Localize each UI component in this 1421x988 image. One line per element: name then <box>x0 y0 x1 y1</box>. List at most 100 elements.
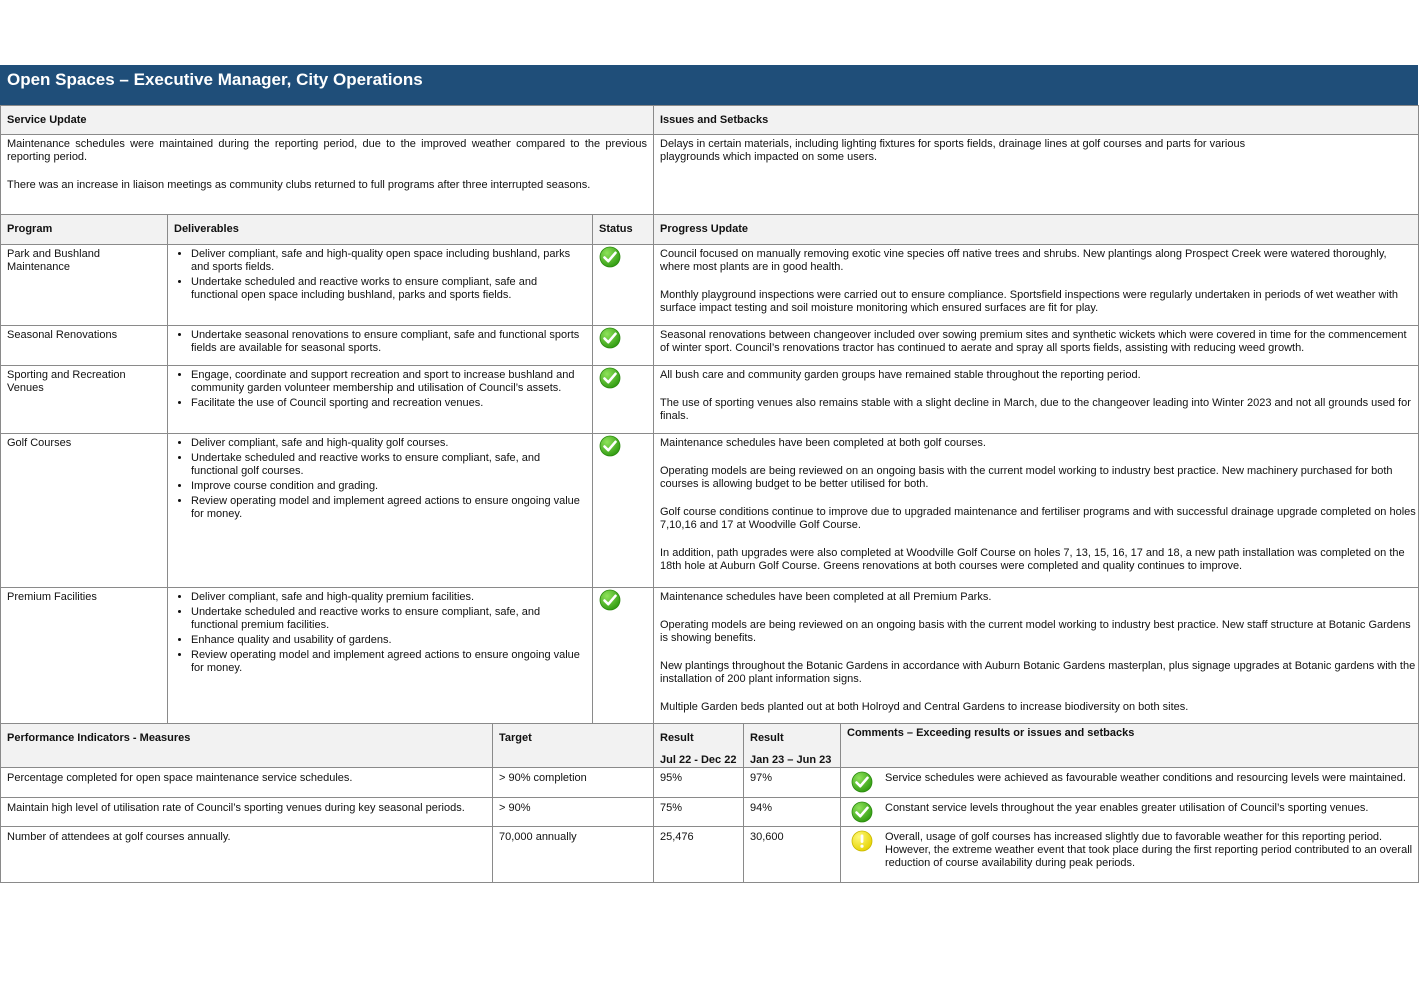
kpi-target: > 90% <box>492 797 654 827</box>
program-row: Premium Facilities Deliver compliant, saf… <box>0 587 1419 726</box>
kpi-comment-cell: Constant service levels throughout the y… <box>840 797 1419 827</box>
progress-text: Seasonal renovations between changeover … <box>660 329 1407 354</box>
kpi-comment: Service schedules were achieved as favou… <box>851 768 1414 793</box>
issues-heading: Issues and Setbacks <box>653 105 1419 135</box>
kpi-row: Number of attendees at golf courses annu… <box>0 826 1419 883</box>
kpi-measure-header: Performance Indicators - Measures <box>0 723 493 768</box>
status-cell <box>592 325 654 366</box>
kpi-row: Percentage completed for open space main… <box>0 767 1419 798</box>
program-row: Park and Bushland Maintenance Deliver com… <box>0 244 1419 326</box>
deliverable-item: Deliver compliant, safe and high-quality… <box>191 437 586 450</box>
progress-text: New plantings throughout the Botanic Gar… <box>660 660 1416 685</box>
deliverable-item: Deliver compliant, safe and high-quality… <box>191 591 586 604</box>
issues-body: Delays in certain materials, including l… <box>653 134 1419 215</box>
progress-text: The use of sporting venues also remains … <box>660 397 1411 422</box>
deliverable-item: Review operating model and implement agr… <box>191 649 586 675</box>
deliverables-list: Engage, coordinate and support recreatio… <box>174 369 586 410</box>
progress-text: Golf course conditions continue to impro… <box>660 506 1416 531</box>
kpi-measure: Number of attendees at golf courses annu… <box>0 826 493 883</box>
kpi-comment-text: Overall, usage of golf courses has incre… <box>885 831 1413 869</box>
kpi-table: Performance Indicators - Measures Target… <box>0 723 1419 883</box>
deliverable-item: Undertake seasonal renovations to ensure… <box>191 329 586 355</box>
progress-text: Multiple Garden beds planted out at both… <box>660 701 1189 713</box>
kpi-target: 70,000 annually <box>492 826 654 883</box>
deliverables-cell: Deliver compliant, safe and high-quality… <box>167 244 593 326</box>
program-table: Program Deliverables Status Progress Upd… <box>0 214 1419 726</box>
deliverable-item: Review operating model and implement agr… <box>191 495 586 521</box>
deliverables-cell: Undertake seasonal renovations to ensure… <box>167 325 593 366</box>
kpi-measure: Maintain high level of utilisation rate … <box>0 797 493 827</box>
status-cell <box>592 365 654 434</box>
progress-text: All bush care and community garden group… <box>660 369 1141 381</box>
kpi-result1: 25,476 <box>653 826 744 883</box>
progress-text: Maintenance schedules have been complete… <box>660 437 986 449</box>
deliverables-list: Deliver compliant, safe and high-quality… <box>174 248 586 302</box>
page-title: Open Spaces – Executive Manager, City Op… <box>0 65 1418 105</box>
program-column-header: Program <box>0 214 168 245</box>
program-row: Golf CoursesDeliver compliant, safe and … <box>0 433 1419 588</box>
kpi-result2: 97% <box>743 767 841 798</box>
issues-text: Delays in certain materials, including l… <box>660 138 1246 163</box>
service-update-text: There was an increase in liaison meeting… <box>7 179 591 191</box>
green-check-icon <box>851 771 873 793</box>
program-name: Sporting and Recreation Venues <box>0 365 168 434</box>
status-column-header: Status <box>592 214 654 245</box>
progress-cell: Maintenance schedules have been complete… <box>653 587 1419 726</box>
kpi-comment-cell: Service schedules were achieved as favou… <box>840 767 1419 798</box>
kpi-result1-header: Result Jul 22 - Dec 22 <box>653 723 744 768</box>
progress-text: Council focused on manually removing exo… <box>660 248 1387 273</box>
kpi-comment-text: Constant service levels throughout the y… <box>885 802 1369 814</box>
kpi-comment-text: Service schedules were achieved as favou… <box>885 772 1406 784</box>
deliverable-item: Undertake scheduled and reactive works t… <box>191 276 586 302</box>
deliverables-cell: Deliver compliant, safe and high-quality… <box>167 587 593 726</box>
kpi-result2-header: Result Jan 23 – Jun 23 <box>743 723 841 768</box>
status-cell <box>592 587 654 726</box>
program-row: Seasonal Renovations Undertake seasonal r… <box>0 325 1419 366</box>
green-check-icon <box>599 435 621 457</box>
progress-text: In addition, path upgrades were also com… <box>660 547 1405 572</box>
kpi-comment: Constant service levels throughout the y… <box>851 798 1414 823</box>
deliverable-item: Undertake scheduled and reactive works t… <box>191 452 586 478</box>
deliverables-list: Deliver compliant, safe and high-quality… <box>174 437 586 521</box>
deliverable-item: Engage, coordinate and support recreatio… <box>191 369 586 395</box>
program-name: Park and Bushland Maintenance <box>0 244 168 326</box>
progress-text: Maintenance schedules have been complete… <box>660 591 992 603</box>
kpi-comments-header: Comments – Exceeding results or issues a… <box>840 723 1419 768</box>
kpi-result2: 30,600 <box>743 826 841 883</box>
program-name: Seasonal Renovations <box>0 325 168 366</box>
yellow-exclamation-icon <box>851 830 873 852</box>
green-check-icon <box>599 327 621 349</box>
deliverables-list: Deliver compliant, safe and high-quality… <box>174 591 586 675</box>
kpi-measure: Percentage completed for open space main… <box>0 767 493 798</box>
progress-column-header: Progress Update <box>653 214 1419 245</box>
deliverables-list: Undertake seasonal renovations to ensure… <box>174 329 586 355</box>
deliverable-item: Enhance quality and usability of gardens… <box>191 634 586 647</box>
progress-text: Operating models are being reviewed on a… <box>660 619 1411 644</box>
kpi-target: > 90% completion <box>492 767 654 798</box>
progress-cell: Council focused on manually removing exo… <box>653 244 1419 326</box>
kpi-result2-period: Jan 23 – Jun 23 <box>750 754 832 766</box>
green-check-icon <box>851 801 873 823</box>
kpi-comment-cell: Overall, usage of golf courses has incre… <box>840 826 1419 883</box>
status-cell <box>592 433 654 588</box>
service-update-text: Maintenance schedules were maintained du… <box>7 138 647 163</box>
green-check-icon <box>599 589 621 611</box>
progress-cell: All bush care and community garden group… <box>653 365 1419 434</box>
kpi-row: Maintain high level of utilisation rate … <box>0 797 1419 827</box>
kpi-result2: 94% <box>743 797 841 827</box>
deliverable-item: Deliver compliant, safe and high-quality… <box>191 248 586 274</box>
service-update-heading: Service Update <box>0 105 654 135</box>
program-row: Sporting and Recreation Venues Engage, co… <box>0 365 1419 434</box>
progress-text: Monthly playground inspections were carr… <box>660 289 1399 314</box>
kpi-result1-period: Jul 22 - Dec 22 <box>660 754 737 766</box>
deliverable-item: Facilitate the use of Council sporting a… <box>191 397 586 410</box>
deliverable-item: Improve course condition and grading. <box>191 480 586 493</box>
service-update-body: Maintenance schedules were maintained du… <box>0 134 654 215</box>
progress-cell: Maintenance schedules have been complete… <box>653 433 1419 588</box>
green-check-icon <box>599 246 621 268</box>
summary-table: Service Update Issues and Setbacks Maint… <box>0 105 1419 215</box>
kpi-target-header: Target <box>492 723 654 768</box>
deliverable-item: Undertake scheduled and reactive works t… <box>191 606 586 632</box>
deliverables-cell: Deliver compliant, safe and high-quality… <box>167 433 593 588</box>
program-name: Premium Facilities <box>0 587 168 726</box>
